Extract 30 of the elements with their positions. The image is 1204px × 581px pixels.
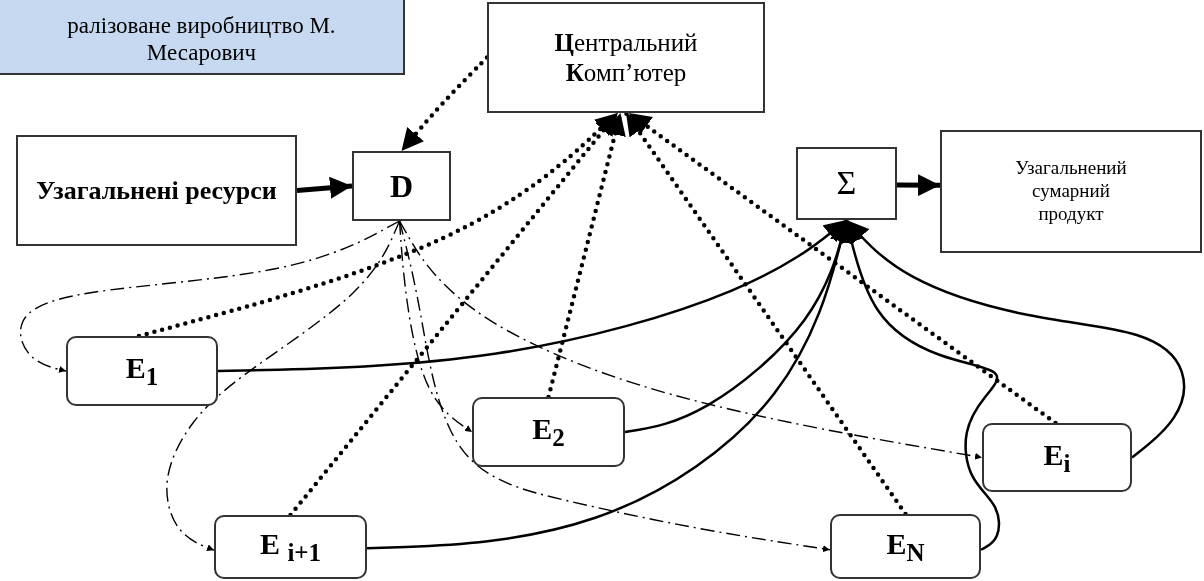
node-label: Узагальнені ресурси — [36, 174, 277, 207]
curved-arrow — [845, 219, 1186, 459]
curved-arrow — [840, 219, 1001, 551]
node-label: E$_{N}$ — [886, 525, 925, 568]
dash-dot-arrow — [166, 220, 401, 551]
node-label: Узагальнений сумарний продукт — [1014, 157, 1128, 226]
node-label: D — [389, 166, 414, 206]
sum-box — [796, 147, 897, 220]
element-box — [830, 514, 981, 579]
curved-arrow — [217, 219, 848, 373]
node-label: E $_{i+1}$ — [259, 526, 322, 568]
dash-dot-arrow — [19, 220, 401, 373]
thick-arrow — [296, 176, 353, 199]
process-box — [940, 130, 1202, 253]
title-box — [0, 0, 405, 75]
node-label: Центральний Комп’ютер — [553, 27, 699, 88]
element-box — [472, 397, 625, 467]
node-label: ралізоване виробництво М. Месарович — [66, 11, 337, 67]
node-label: E$_{1}$ — [125, 350, 159, 392]
dash-dot-arrow — [398, 220, 983, 460]
node-label: E$_{i}$ — [1043, 436, 1071, 479]
thick-arrow — [896, 174, 941, 197]
process-box — [16, 135, 297, 246]
node-label: Σ — [836, 163, 857, 204]
element-box — [214, 515, 367, 579]
element-box — [982, 423, 1132, 492]
process-box — [352, 151, 451, 221]
node-label: E$_{2}$ — [532, 411, 565, 453]
element-box — [66, 336, 218, 406]
process-box — [487, 2, 765, 113]
